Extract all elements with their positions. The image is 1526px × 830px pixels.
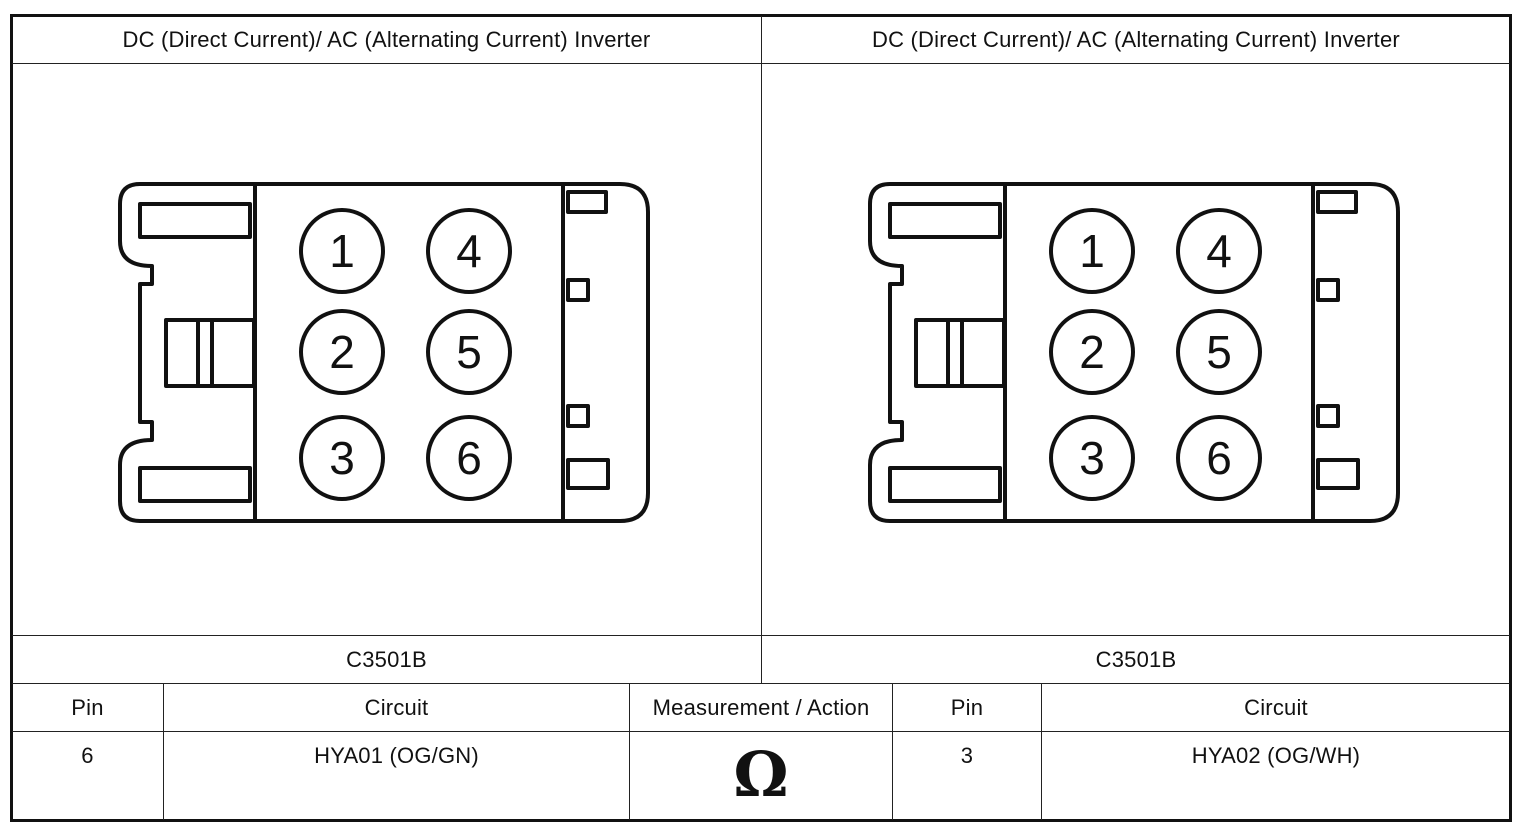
pin-4-circle (1176, 208, 1262, 294)
connector-title-right: DC (Direct Current)/ AC (Alternating Cur… (872, 27, 1400, 52)
divider-col-measurement (892, 684, 893, 820)
pin-4-circle (426, 208, 512, 294)
pin-5-label: 5 (456, 326, 482, 378)
pin-3-circle (299, 415, 385, 501)
header-measurement: Measurement / Action (652, 695, 870, 720)
pin-4-label: 4 (456, 225, 482, 277)
connector-diagram-right: 1 4 2 5 3 6 (868, 182, 1400, 523)
pin-6-label: 6 (456, 432, 482, 484)
header-pin-left: Pin (71, 695, 104, 720)
connector-title-left: DC (Direct Current)/ AC (Alternating Cur… (122, 27, 651, 52)
pin-5-circle (426, 309, 512, 395)
divider-col-pin-right (1041, 684, 1042, 820)
pin-2-circle (299, 309, 385, 395)
pin-3-label: 3 (329, 432, 355, 484)
pin-2-label: 2 (329, 326, 355, 378)
pinout-table-frame (10, 14, 1512, 822)
connector-diagram-left: 1 4 2 5 3 6 (118, 182, 650, 523)
pin-4-label: 4 (1206, 225, 1232, 277)
pin-3-label: 3 (1079, 432, 1105, 484)
pin-2-circle (1049, 309, 1135, 395)
pin-6-circle (426, 415, 512, 501)
pin-3-circle (1049, 415, 1135, 501)
ohm-icon: Ω (733, 738, 789, 811)
row-pin-right: 3 (960, 743, 974, 768)
divider-data-row-top (12, 731, 1510, 732)
divider-connector-columns (761, 16, 762, 684)
connector-code-right: C3501B (1095, 647, 1177, 672)
header-circuit-right: Circuit (1244, 695, 1308, 720)
divider-col-pin-left (163, 684, 164, 820)
pin-1-circle (1049, 208, 1135, 294)
pin-6-label: 6 (1206, 432, 1232, 484)
pin-5-label: 5 (1206, 326, 1232, 378)
header-pin-right: Pin (950, 695, 984, 720)
connector-code-left: C3501B (346, 647, 427, 672)
pin-2-label: 2 (1079, 326, 1105, 378)
divider-col-circuit-left (629, 684, 630, 820)
row-circuit-left: HYA01 (OG/GN) (314, 743, 479, 768)
pin-1-label: 1 (1079, 225, 1105, 277)
header-circuit-left: Circuit (364, 695, 429, 720)
row-circuit-right: HYA02 (OG/WH) (1191, 743, 1361, 768)
pin-1-label: 1 (329, 225, 355, 277)
pin-1-circle (299, 208, 385, 294)
pin-6-circle (1176, 415, 1262, 501)
row-pin-left: 6 (81, 743, 94, 768)
pin-5-circle (1176, 309, 1262, 395)
